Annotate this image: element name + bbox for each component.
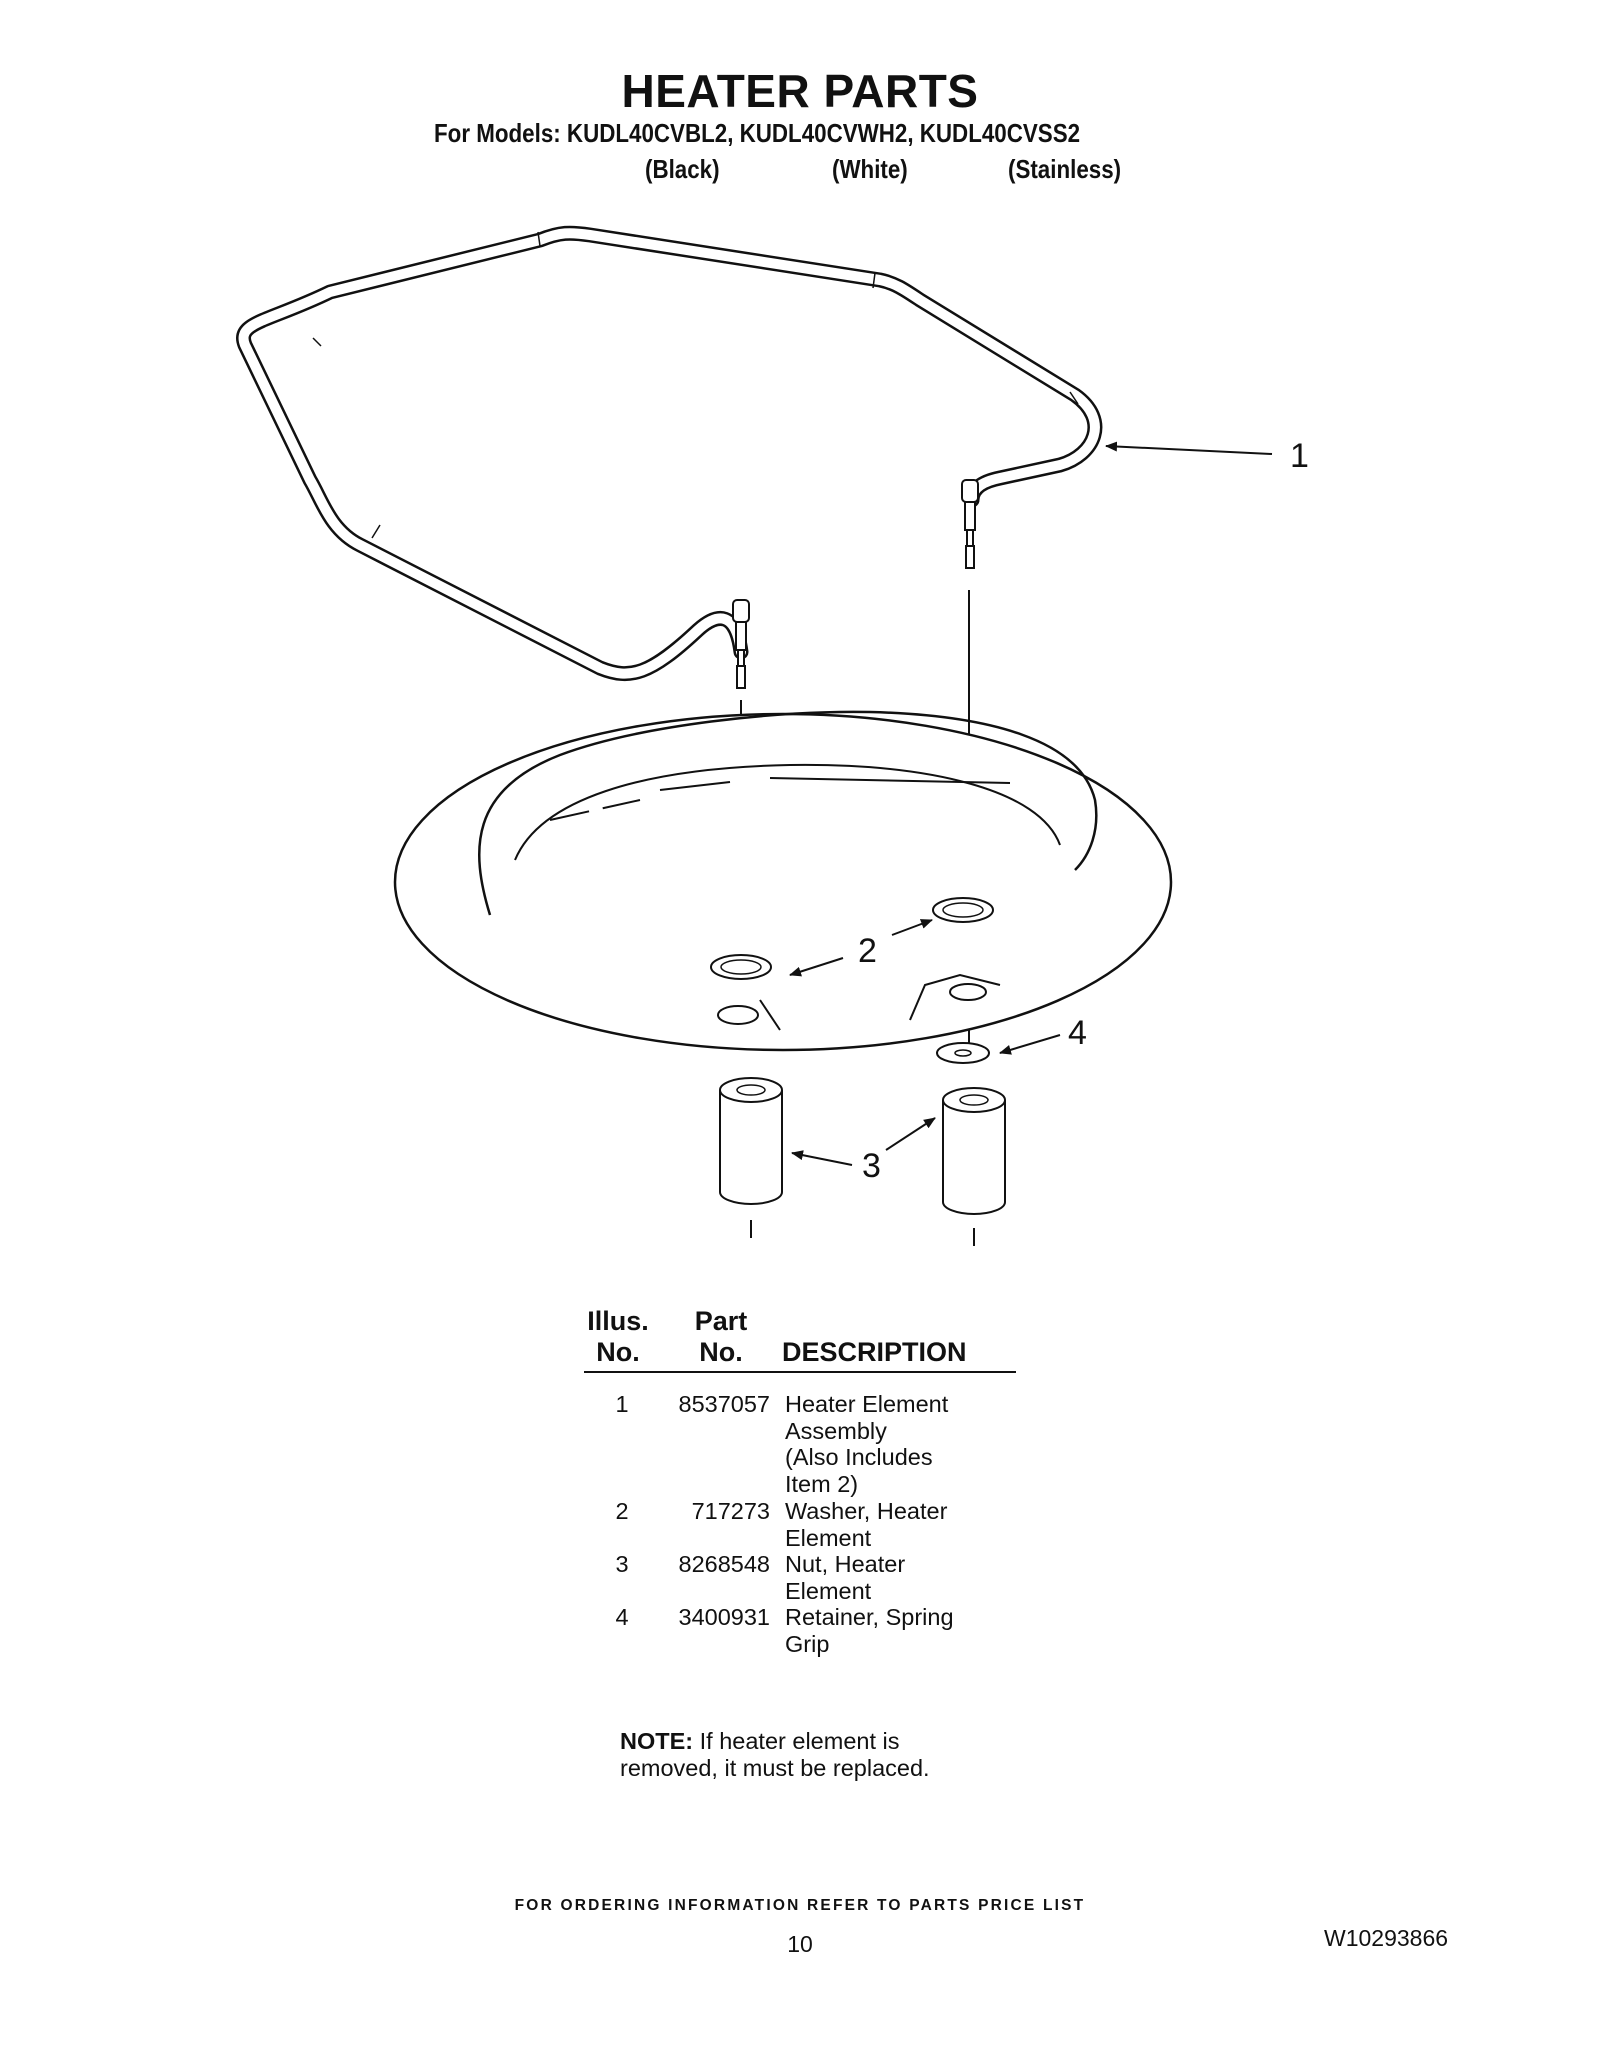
row-part-no: 717273 xyxy=(691,1498,770,1524)
callout-1: 1 xyxy=(1290,437,1309,475)
models-line: For Models: KUDL40CVBL2, KUDL40CVWH2, KU… xyxy=(434,118,1081,148)
note: NOTE: If heater element is removed, it m… xyxy=(620,1728,980,1782)
callout-4: 4 xyxy=(1068,1014,1087,1052)
heater-parts-diagram: 1 2 3 4 xyxy=(236,225,1309,1246)
note-label: NOTE: xyxy=(620,1728,694,1754)
header-part: Part No. xyxy=(686,1306,756,1368)
callout-3: 3 xyxy=(862,1147,881,1185)
row-illus-no: 4 xyxy=(615,1604,629,1630)
page-title: HEATER PARTS xyxy=(621,65,979,117)
washer xyxy=(710,897,994,980)
row-description: Washer, Heater Element xyxy=(785,1498,948,1551)
row-illus-no: 3 xyxy=(615,1551,629,1577)
callout-2: 2 xyxy=(858,932,877,970)
table-header-rule xyxy=(584,1371,1016,1373)
row-illus-no: 1 xyxy=(615,1391,629,1417)
row-part-no: 8537057 xyxy=(678,1391,771,1417)
header-part-line2: No. xyxy=(699,1337,743,1367)
document-number: W10293866 xyxy=(1324,1925,1449,1951)
row-description: Nut, Heater Element xyxy=(785,1551,906,1604)
nut xyxy=(719,1077,1006,1215)
row-part-no: 3400931 xyxy=(678,1604,771,1630)
variant-black: (Black) xyxy=(645,154,720,184)
header-part-line1: Part xyxy=(694,1306,748,1336)
heater-element xyxy=(236,225,1103,689)
note-text: If heater element is removed, it must be… xyxy=(620,1728,930,1781)
row-illus-no: 2 xyxy=(615,1498,629,1524)
tub-floor xyxy=(393,710,1173,1052)
header-illus-line1: Illus. xyxy=(587,1306,649,1336)
variant-stainless: (Stainless) xyxy=(1008,154,1122,184)
page-number: 10 xyxy=(787,1931,813,1957)
ordering-info: FOR ORDERING INFORMATION REFER TO PARTS … xyxy=(514,1897,1086,1914)
variant-white: (White) xyxy=(832,154,908,184)
header-description: DESCRIPTION xyxy=(782,1337,967,1367)
row-part-no: 8268548 xyxy=(678,1551,771,1577)
header-illus-line2: No. xyxy=(596,1337,640,1367)
header-illus: Illus. No. xyxy=(586,1306,650,1368)
row-description: Retainer, Spring Grip xyxy=(785,1604,954,1657)
row-description: Heater Element Assembly (Also Includes I… xyxy=(785,1391,949,1497)
retainer xyxy=(936,1042,990,1064)
